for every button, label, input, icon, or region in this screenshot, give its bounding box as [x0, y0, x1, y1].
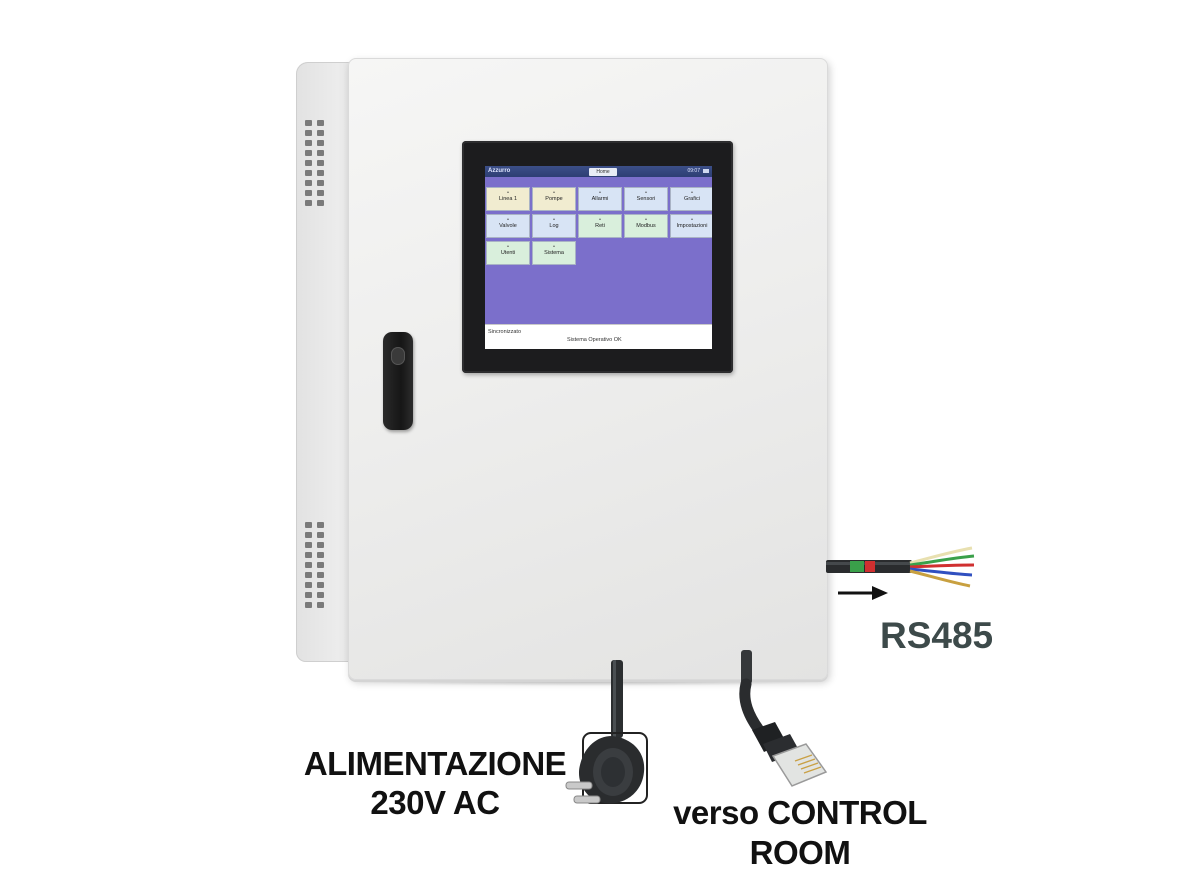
tile-indicator-icon: • — [553, 244, 555, 250]
tile-indicator-icon: • — [599, 190, 601, 196]
hmi-status-message: Sistema Operativo OK — [567, 337, 622, 343]
power-label-line1: ALIMENTAZIONE — [303, 745, 567, 782]
hmi-tile-label: Linea 1 — [498, 196, 518, 202]
hmi-tile-label: Log — [549, 223, 559, 229]
hmi-tile[interactable]: •Sensori — [624, 187, 668, 211]
hmi-tile[interactable]: •Modbus — [624, 214, 668, 238]
hmi-tile-label: Utenti — [500, 250, 516, 256]
hmi-top-bar: Azzurro Home 09:07 — [485, 166, 712, 177]
tile-indicator-icon: • — [691, 190, 693, 196]
control-room-label-line1: verso CONTROL — [673, 794, 927, 831]
tile-indicator-icon: • — [691, 217, 693, 223]
tile-indicator-icon: • — [507, 217, 509, 223]
hmi-clock: 09:07 — [687, 168, 700, 174]
hmi-tile[interactable]: •Sistema — [532, 241, 576, 265]
hmi-tile-label: Impostazioni — [676, 223, 708, 229]
arrow-right-icon — [838, 586, 888, 600]
hmi-status-left: Sincronizzato — [488, 329, 522, 335]
ethernet-cable — [739, 650, 768, 740]
cabinet-shadow — [340, 676, 840, 686]
door-lock-button[interactable] — [391, 347, 405, 365]
hmi-tile[interactable]: •Allarmi — [578, 187, 622, 211]
tile-indicator-icon: • — [645, 190, 647, 196]
tile-indicator-icon: • — [599, 217, 601, 223]
hmi-tile[interactable]: •Valvole — [486, 214, 530, 238]
hmi-tile[interactable]: •Impostazioni — [670, 214, 712, 238]
hmi-tile[interactable]: •Utenti — [486, 241, 530, 265]
tile-indicator-icon: • — [507, 190, 509, 196]
hmi-status-bar: Sincronizzato Sistema Operativo OK — [485, 324, 712, 349]
control-room-label-line2: ROOM — [749, 834, 851, 871]
hmi-tile-label: Allarmi — [591, 196, 609, 202]
hmi-tile-label: Sensori — [636, 196, 656, 202]
rs485-label: RS485 — [880, 615, 994, 656]
vent-grille-top — [305, 120, 325, 206]
hmi-tile[interactable]: •Pompe — [532, 187, 576, 211]
hmi-tile-label: Reti — [595, 223, 605, 229]
hmi-tile-label: Valvole — [499, 223, 517, 229]
tile-indicator-icon: • — [507, 244, 509, 250]
rj45-connector-icon — [752, 722, 828, 787]
hmi-tile[interactable]: •Reti — [578, 214, 622, 238]
control-room-label: verso CONTROL ROOM — [670, 793, 930, 873]
power-supply-label: ALIMENTAZIONE 230V AC — [300, 744, 570, 822]
hmi-tile-label: Grafici — [684, 196, 700, 202]
rs485-cable — [826, 546, 975, 588]
hmi-brand: Azzurro — [488, 168, 511, 174]
hmi-tab-home[interactable]: Home — [589, 168, 617, 176]
vent-grille-bottom — [305, 522, 325, 608]
power-cable — [611, 660, 623, 738]
hmi-tile-label: Sistema — [544, 250, 564, 256]
hmi-tile[interactable]: •Log — [532, 214, 576, 238]
hmi-tile-label: Pompe — [545, 196, 563, 202]
hmi-tile-label: Modbus — [636, 223, 656, 229]
touchscreen-display[interactable]: Azzurro Home 09:07 •Linea 1•Pompe•Allarm… — [485, 166, 712, 349]
tile-indicator-icon: • — [553, 190, 555, 196]
tile-indicator-icon: • — [645, 217, 647, 223]
battery-icon — [703, 169, 709, 173]
hmi-tile[interactable]: •Grafici — [670, 187, 712, 211]
hmi-tile[interactable]: •Linea 1 — [486, 187, 530, 211]
tile-indicator-icon: • — [553, 217, 555, 223]
power-label-line2: 230V AC — [370, 784, 500, 821]
power-plug-icon — [565, 732, 648, 804]
